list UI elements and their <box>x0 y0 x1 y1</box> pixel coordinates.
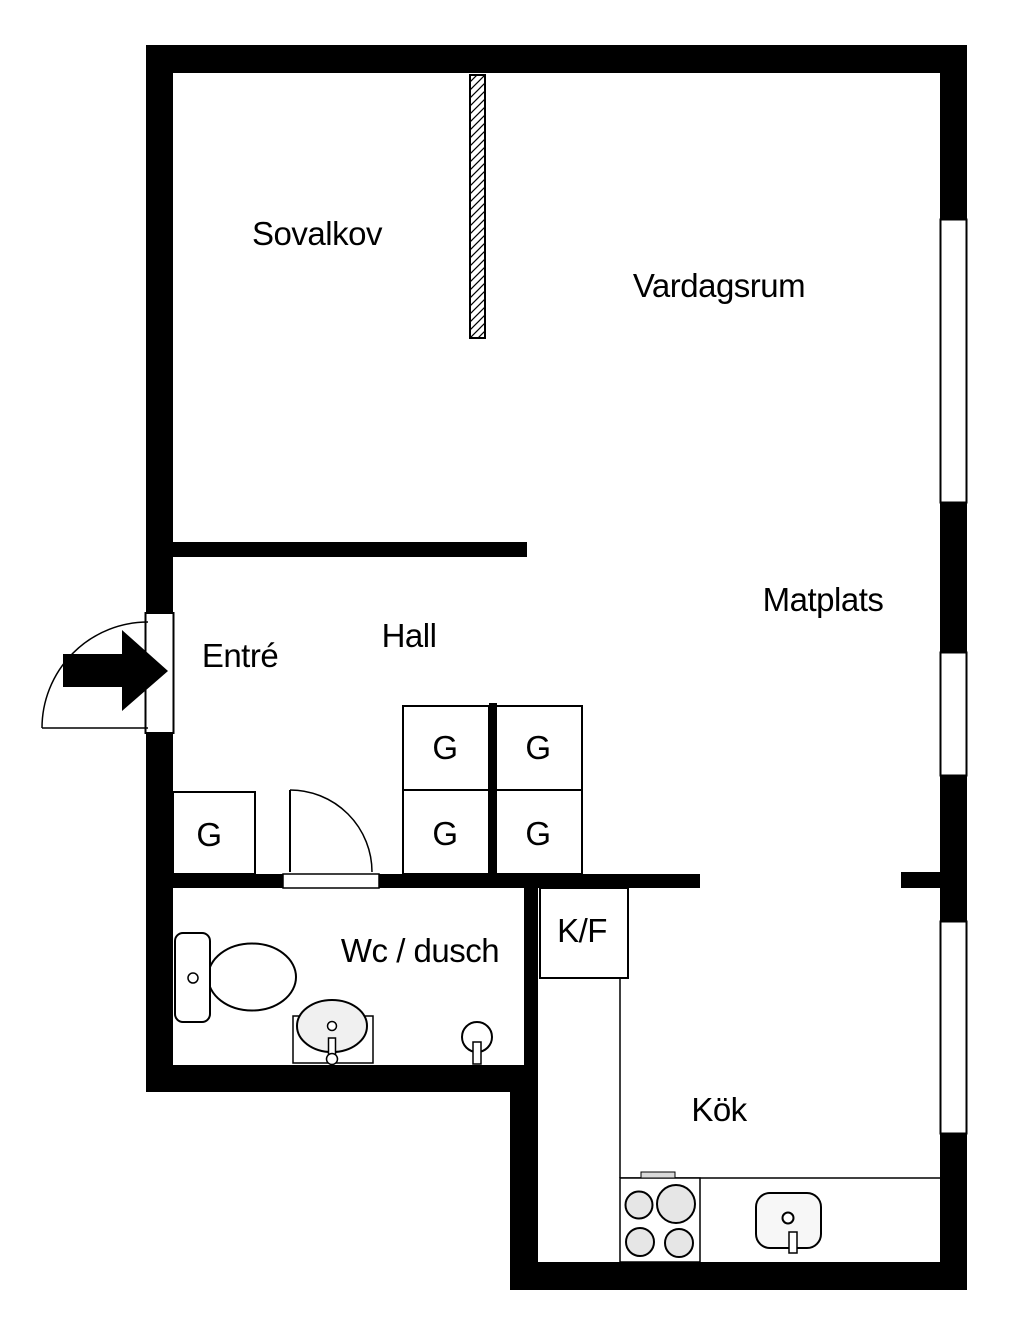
matplats-stub-wall <box>901 872 941 888</box>
label-fridge-freezer: K/F <box>557 912 607 949</box>
label-sovalkov: Sovalkov <box>252 215 383 252</box>
burner-bottom-left <box>625 1227 655 1257</box>
label-entre: Entré <box>202 637 278 674</box>
hatched-partition <box>469 74 486 339</box>
wardrobes <box>172 705 583 875</box>
toilet-flush-button <box>187 972 199 984</box>
kitchen-sink-faucet <box>788 1231 798 1254</box>
stove-handle <box>640 1171 676 1179</box>
label-kok: Kök <box>691 1091 747 1128</box>
window-matplats <box>939 651 968 777</box>
fridge-freezer-box <box>539 887 629 979</box>
bathroom-bottom-wall <box>146 1065 538 1092</box>
room-labels: Sovalkov Vardagsrum Matplats Hall Entré … <box>196 215 883 1128</box>
bathroom-door <box>282 789 380 889</box>
label-vardagsrum: Vardagsrum <box>633 267 805 304</box>
stove-burners <box>624 1184 696 1258</box>
label-wardrobe-3: G <box>432 815 457 852</box>
bathroom-door-threshold <box>282 873 380 889</box>
burner-top-left <box>624 1190 654 1220</box>
label-wardrobe-entry: G <box>196 816 221 853</box>
label-wardrobe-2: G <box>525 729 550 766</box>
label-matplats: Matplats <box>763 581 884 618</box>
shower-stem <box>472 1041 482 1065</box>
window-vardagsrum <box>939 218 968 504</box>
window-kok <box>939 920 968 1135</box>
bathroom-sink-faucet-knob <box>325 1052 339 1066</box>
left-wall <box>146 45 173 1092</box>
windows <box>939 218 968 1135</box>
bathroom-fixtures <box>174 932 493 1066</box>
entrance-arrow-icon <box>63 630 168 711</box>
burner-bottom-right <box>664 1228 694 1258</box>
label-wardrobe-4: G <box>525 815 550 852</box>
top-wall <box>146 45 967 73</box>
sovalkov-divider-wall <box>173 542 527 557</box>
wardrobe-3 <box>402 789 490 875</box>
bathroom-right-wall <box>524 888 538 1065</box>
kitchen-sink-drain <box>781 1211 795 1225</box>
wardrobe-divider-wall <box>489 703 497 874</box>
burner-top-right <box>656 1184 696 1224</box>
partition-hatch <box>469 74 486 339</box>
label-wardrobe-1: G <box>432 729 457 766</box>
kitchen-fixtures <box>539 887 940 1263</box>
wardrobe-entry <box>172 791 256 875</box>
entry-door-swing-arc <box>41 621 149 729</box>
hall-divider-wall <box>173 874 700 888</box>
wardrobe-2 <box>495 705 583 791</box>
bathroom-door-swing-arc <box>289 789 373 873</box>
kitchen-bottom-wall <box>510 1262 967 1290</box>
entry-door <box>41 612 175 734</box>
label-wc-dusch: Wc / dusch <box>341 932 499 969</box>
wardrobe-1 <box>402 705 490 791</box>
kitchen-left-wall <box>510 1065 538 1290</box>
bathroom-sink-drain <box>326 1020 338 1032</box>
walls <box>146 45 967 1290</box>
bathroom-sink-faucet <box>327 1037 337 1056</box>
wardrobe-4 <box>495 789 583 875</box>
label-hall: Hall <box>382 617 437 654</box>
toilet-bowl <box>207 942 297 1012</box>
